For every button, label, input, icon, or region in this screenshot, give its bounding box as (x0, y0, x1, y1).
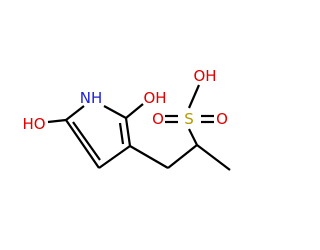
bond-n1-c2 (103, 105, 127, 119)
bond-s-oh (187, 84, 201, 109)
label-oh-sulfonic: OH (193, 67, 216, 85)
bond-c3-c4 (98, 145, 131, 169)
bond-c3-ch2 (129, 145, 169, 169)
bond-c2-oh (125, 103, 144, 119)
bond-c4-c5 (65, 119, 100, 169)
label-oh-pyrrole-c2: OH (143, 89, 166, 107)
pyrrole-ring (65, 105, 132, 169)
bond-c5-oh (47, 118, 67, 124)
bond-c2-c3 (124, 117, 132, 147)
bond-n1-c5 (65, 105, 85, 121)
sulfonyl-bonds (165, 84, 214, 124)
bond-ch-ch3 (196, 144, 231, 171)
label-ho-pyrrole-c5: HO (22, 115, 45, 133)
bond-ch-s (188, 128, 198, 146)
label-o-sulfonyl-right: O (216, 110, 228, 128)
label-nh: NH (80, 89, 103, 107)
bond-c2-c3-inner (118, 122, 125, 145)
chemical-structure-diagram: NH OH HO OH S O O (22, 67, 231, 171)
atom-labels: NH OH HO OH S O O (22, 67, 227, 133)
bond-c4-c5-inner (72, 121, 101, 161)
label-o-sulfonyl-left: O (152, 110, 164, 128)
label-sulfur: S (184, 110, 194, 128)
substituent-bonds (47, 103, 231, 171)
bond-ch2-ch (167, 144, 198, 169)
